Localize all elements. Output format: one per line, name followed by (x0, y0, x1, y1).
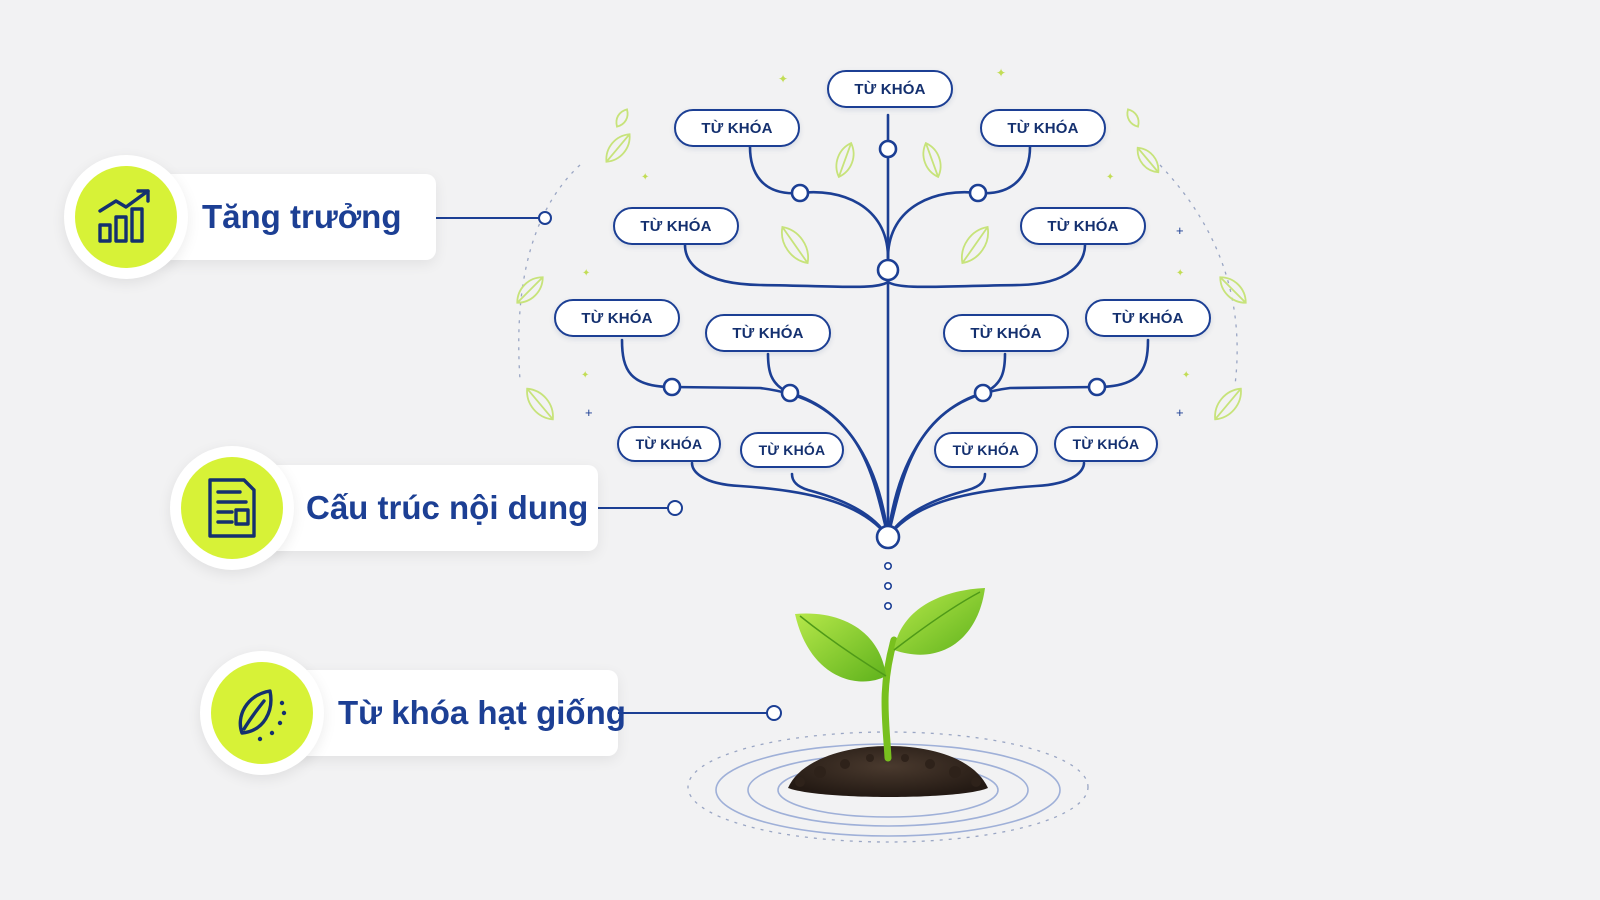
keyword-pill: TỪ KHÓA (1020, 207, 1146, 245)
branch-second-left (683, 243, 890, 289)
sparkle: ✦ (641, 172, 649, 183)
node-trunk-middle (876, 258, 900, 282)
seed-connector-dot (766, 705, 782, 721)
node-third-right-outer (1087, 377, 1107, 397)
stage-seed-label: Từ khóa hạt giống (338, 694, 626, 731)
stage-structure-icon-badge (170, 446, 294, 570)
root-dots (883, 561, 892, 610)
stage-structure-card: Cấu trúc nội dung (262, 465, 598, 551)
keyword-pill: TỪ KHÓA (934, 432, 1038, 468)
stage-connector-dots (538, 211, 782, 721)
root-dot-3 (883, 601, 892, 610)
branch-bottom-left-outer (690, 461, 890, 539)
outline-leaf (1126, 108, 1140, 128)
seedling-left-leaf-vein (799, 615, 887, 677)
keyword-pill: TỪ KHÓA (740, 432, 844, 468)
seedling (788, 588, 988, 797)
node-top-left (790, 183, 810, 203)
keyword-pill: TỪ KHÓA (554, 299, 680, 337)
sparkle: ✦ (1182, 370, 1190, 381)
sparkle: + (1176, 223, 1184, 238)
keyword-pill: TỪ KHÓA (943, 314, 1069, 352)
outline-leaf (526, 387, 554, 421)
outline-leaves (516, 108, 1247, 421)
soil-mound (788, 746, 988, 797)
outline-leaf (516, 276, 544, 304)
sparkle: ✦ (996, 66, 1006, 80)
stage-growth: Tăng trưởng (64, 155, 436, 279)
seedling-stem (881, 636, 898, 762)
node-root (875, 524, 901, 550)
stage-growth-card: Tăng trưởng (156, 174, 436, 260)
sparkle: + (1176, 405, 1184, 420)
branch-bottom-left-inner (790, 472, 890, 539)
stage-seed: Từ khóa hạt giống (200, 651, 626, 775)
stage-seed-icon-badge (200, 651, 324, 775)
document-layout-icon (208, 478, 256, 538)
sparkle: ✦ (778, 72, 788, 86)
sparkle: ✦ (581, 370, 589, 381)
stage-connectors (434, 217, 768, 714)
growth-chart-icon (98, 189, 150, 243)
outline-leaf (781, 225, 809, 265)
soil-crumbs (795, 754, 981, 787)
outline-leaf (605, 133, 631, 163)
stage-growth-icon-badge (64, 155, 188, 279)
keyword-pill: TỪ KHÓA (617, 426, 721, 462)
outline-leaf (835, 141, 855, 179)
outline-leaf (1136, 146, 1160, 174)
seedling-right-leaf-vein (893, 591, 981, 651)
node-third-left-inner (780, 383, 800, 403)
keyword-pill: TỪ KHÓA (980, 109, 1106, 147)
node-trunk-top (878, 139, 898, 159)
stage-structure: Cấu trúc nội dung (170, 446, 598, 570)
sparkle: ✦ (1106, 172, 1114, 183)
outline-leaf (1219, 276, 1247, 304)
branch-top-left (748, 145, 890, 260)
root-dot-1 (883, 561, 892, 570)
structure-connector-dot (667, 500, 683, 516)
outline-leaf (615, 108, 629, 128)
node-third-left-outer (662, 377, 682, 397)
keyword-pill: TỪ KHÓA (1054, 426, 1158, 462)
tree-nodes (662, 139, 1107, 550)
keyword-pill: TỪ KHÓA (674, 109, 800, 147)
root-dot-2 (883, 581, 892, 590)
branch-bottom-right-outer (886, 461, 1086, 539)
node-top-right (968, 183, 988, 203)
keyword-pill: TỪ KHÓA (1085, 299, 1211, 337)
stage-seed-card: Từ khóa hạt giống (292, 670, 626, 756)
sparkle: ✦ (1176, 268, 1184, 279)
sparkle: ✦ (582, 268, 590, 279)
branch-top-right (886, 145, 1032, 260)
keyword-pill: TỪ KHÓA (613, 207, 739, 245)
node-third-right-inner (973, 383, 993, 403)
right-dashed-arc (1159, 164, 1238, 386)
keyword-pill: TỪ KHÓA (705, 314, 831, 352)
left-dashed-arc (518, 164, 581, 381)
branch-second-right (886, 243, 1087, 289)
branch-third-left-inner (766, 352, 890, 539)
stage-structure-label: Cấu trúc nội dung (306, 489, 589, 526)
seed-icon (238, 689, 287, 742)
seedling-right-leaf (894, 588, 985, 655)
growth-connector-dot (538, 211, 552, 225)
branch-bottom-right-inner (886, 472, 987, 539)
sparkles: ✦ ✦ ✦ ✦ ✦ ✦ ✦ ✦ + + + (581, 66, 1190, 420)
keyword-pill: TỪ KHÓA (827, 70, 953, 108)
tree-branches (620, 113, 1150, 539)
sparkle: + (585, 405, 593, 420)
outline-leaf (961, 225, 989, 265)
outline-leaf (1214, 387, 1242, 421)
stage-growth-label: Tăng trưởng (202, 198, 402, 235)
outline-leaf (922, 141, 942, 179)
